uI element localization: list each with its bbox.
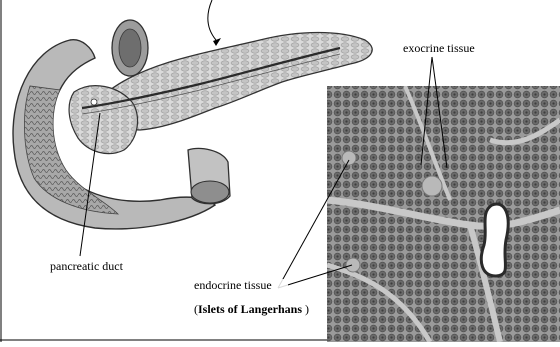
islets-of-langerhans-text: Islets of Langerhans [198,302,302,316]
islets-close-paren: ) [305,302,309,316]
endocrine-tissue-label: endocrine tissue [194,278,272,292]
top-leader-arrowhead [213,38,221,46]
exocrine-tissue-label: exocrine tissue [403,41,475,55]
islet [346,258,360,272]
pancreas-illustration [13,20,372,229]
pancreatic-duct-label: pancreatic duct [50,259,124,273]
islet [422,176,442,196]
islet [342,151,356,165]
histology-micrograph [327,86,560,342]
islets-label: (Islets of Langerhans) [194,302,309,316]
top-leader-line [208,0,216,40]
micrograph-duct [481,204,508,276]
